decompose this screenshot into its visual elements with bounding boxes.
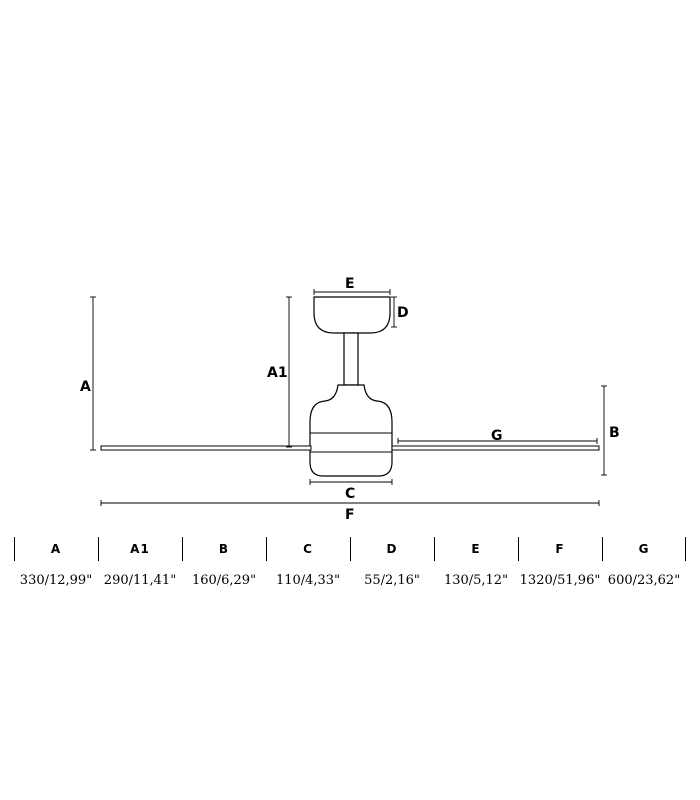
column-separator <box>14 537 15 561</box>
dimension-b-label: B <box>609 425 620 441</box>
dimension-c-label: C <box>345 486 355 502</box>
column-header: A1 <box>130 542 150 556</box>
dimension-column-c: C 110/4,33" <box>266 537 350 597</box>
column-value: 160/6,29" <box>191 573 257 588</box>
column-value: 330/12,99" <box>19 573 93 588</box>
dimension-g <box>397 438 598 444</box>
dimension-column-d: D 55/2,16" <box>350 537 434 597</box>
dimension-a-label: A <box>80 379 91 395</box>
dimension-column-a1: A1 290/11,41" <box>98 537 182 597</box>
dimension-b <box>601 385 607 476</box>
column-header: A <box>50 542 62 556</box>
column-header: D <box>386 542 398 556</box>
dimension-g-label: G <box>491 428 503 444</box>
motor-housing <box>309 384 393 477</box>
column-header: E <box>471 542 481 556</box>
dimension-c <box>309 479 393 485</box>
dimension-column-g: G 600/23,62" <box>602 537 686 597</box>
column-separator <box>518 537 519 561</box>
dimension-a1 <box>286 296 292 448</box>
column-value: 290/11,41" <box>103 573 177 588</box>
column-header: G <box>638 542 650 556</box>
blade-left <box>100 445 312 451</box>
dimension-a1-label: A1 <box>267 365 288 381</box>
dimension-d <box>391 296 397 328</box>
dimension-d-label: D <box>397 305 409 321</box>
downrod <box>343 332 359 386</box>
dimension-f <box>100 500 600 506</box>
column-separator <box>182 537 183 561</box>
column-separator <box>602 537 603 561</box>
dimension-column-f: F 1320/51,96" <box>518 537 602 597</box>
blade-right <box>391 445 600 451</box>
dimension-column-b: B 160/6,29" <box>182 537 266 597</box>
column-separator <box>98 537 99 561</box>
canopy <box>313 296 391 334</box>
dimension-f-label: F <box>345 507 355 523</box>
column-value: 55/2,16" <box>364 573 420 588</box>
dimension-table: A 330/12,99" A1 290/11,41" B 160/6,29" C… <box>14 537 686 597</box>
column-value: 600/23,62" <box>607 573 681 588</box>
column-separator <box>685 537 686 561</box>
column-header: B <box>218 542 230 556</box>
column-header: C <box>303 542 313 556</box>
dimension-column-a: A 330/12,99" <box>14 537 98 597</box>
dimension-column-e: E 130/5,12" <box>434 537 518 597</box>
dimension-a <box>90 296 96 451</box>
dimension-e-label: E <box>345 276 355 292</box>
column-separator <box>434 537 435 561</box>
column-value: 130/5,12" <box>443 573 509 588</box>
column-separator <box>266 537 267 561</box>
column-separator <box>350 537 351 561</box>
column-value: 1320/51,96" <box>519 573 601 588</box>
dimension-e <box>313 289 391 295</box>
column-value: 110/4,33" <box>275 573 341 588</box>
column-header: F <box>555 542 565 556</box>
